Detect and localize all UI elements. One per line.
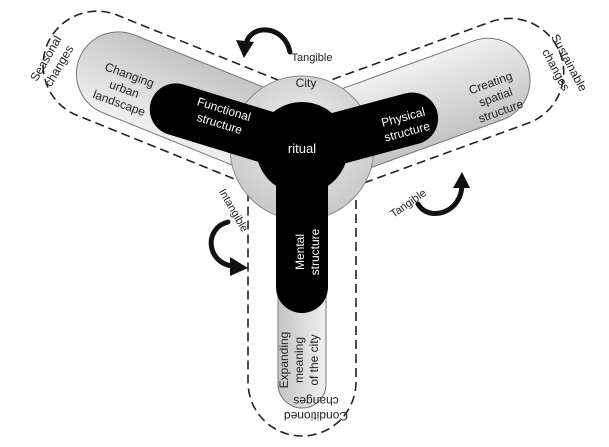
tangible-top-label: Tangible — [292, 52, 333, 64]
cycle-arrow-top-icon — [236, 27, 293, 58]
expanding-meaning-label: Expanding meaning of the city — [277, 332, 321, 389]
svg-text:Mental: Mental — [293, 234, 307, 270]
svg-text:Tangible: Tangible — [388, 187, 428, 220]
ritual-hub — [256, 102, 348, 194]
svg-text:meaning: meaning — [292, 337, 306, 383]
sustainable-changes-label: Sustainable changes — [539, 32, 590, 94]
changing-landscape-label: Changing urban landscape — [91, 60, 156, 120]
svg-text:Expanding: Expanding — [277, 332, 291, 389]
mental-structure-label: Mental structure — [293, 228, 322, 275]
city-label: City — [296, 76, 317, 90]
svg-text:structure: structure — [308, 228, 322, 275]
cycle-arrow-right-icon — [415, 172, 470, 216]
svg-text:of the city: of the city — [307, 334, 321, 385]
conditioned-changes-label: Conditioned changes — [284, 394, 348, 423]
tangible-right-label: Tangible — [388, 187, 428, 220]
svg-text:Conditioned: Conditioned — [284, 409, 348, 423]
cycle-arrow-left-icon — [208, 219, 248, 276]
seasonal-changes-label: Seasonal changes — [27, 33, 76, 89]
svg-text:changes: changes — [293, 394, 338, 408]
ritual-label: ritual — [288, 141, 316, 156]
